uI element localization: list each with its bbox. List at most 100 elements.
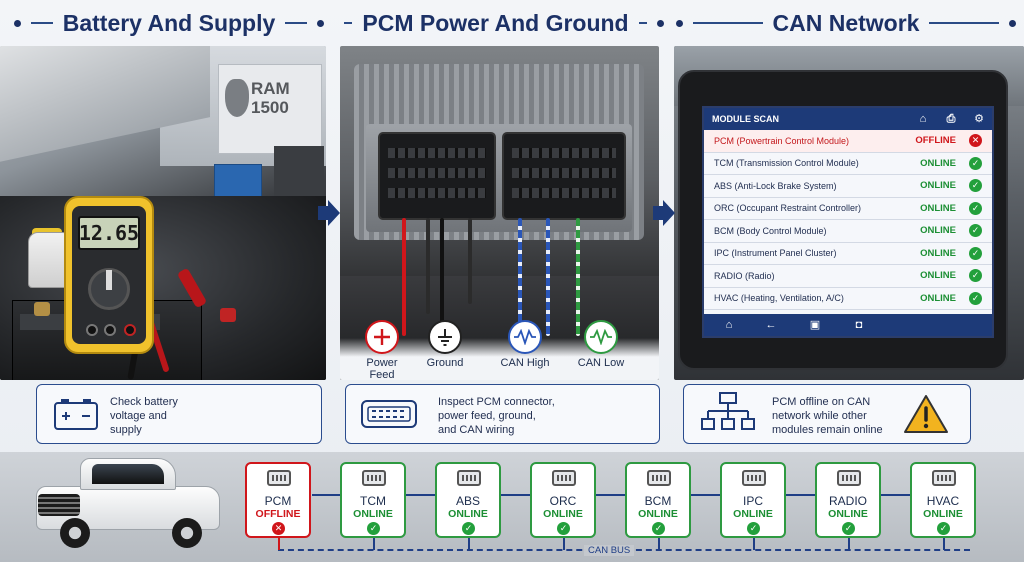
can-bus-drop [753, 538, 755, 550]
module-chip-icon [837, 470, 861, 486]
pin-row [512, 188, 616, 198]
module-chip-icon [742, 470, 766, 486]
scan-row-tcm[interactable]: TCM (Transmission Control Module) ONLINE… [704, 153, 992, 175]
can-low-label: CAN Low [577, 357, 625, 369]
module-hvac[interactable]: HVAC ONLINE ✓ [910, 462, 976, 538]
module-name: PCM [264, 494, 292, 508]
scan-row-pcm[interactable]: PCM (Powertrain Control Module) OFFLINE … [704, 130, 992, 153]
scan-row-status: ONLINE [920, 225, 956, 237]
scan-row-abs[interactable]: ABS (Anti-Lock Brake System) ONLINE ✓ [704, 175, 992, 198]
info-box-pcm: Inspect PCM connector, power feed, groun… [345, 384, 660, 444]
print-icon[interactable]: ⎙ [946, 113, 956, 125]
section-title-label: Battery And Supply [62, 9, 276, 36]
module-name: ORC [549, 494, 577, 508]
app-icon[interactable]: ▣ [809, 319, 821, 331]
can-high-waveform-icon [508, 320, 542, 354]
check-icon: ✓ [969, 201, 982, 215]
scan-row-bcm[interactable]: BCM (Body Control Module) ONLINE ✓ [704, 220, 992, 243]
info-box-battery: Check battery voltage and supply [36, 384, 322, 444]
title-dot [1009, 19, 1016, 27]
scan-row-hvac[interactable]: HVAC (Heating, Ventilation, A/C) ONLINE … [704, 288, 992, 310]
harness-wire [426, 218, 430, 314]
error-x-icon: ✕ [272, 522, 285, 535]
module-name: HVAC [926, 494, 960, 508]
module-pcm[interactable]: PCM OFFLINE ✕ [245, 462, 311, 538]
scan-row-name: HVAC (Heating, Ventilation, A/C) [714, 293, 844, 304]
scan-row-status: ONLINE [920, 157, 956, 169]
module-status: OFFLINE [255, 508, 301, 520]
ram-sign-text: RAM 1500 [251, 79, 290, 117]
module-ipc[interactable]: IPC ONLINE ✓ [720, 462, 786, 538]
multimeter-jack [104, 324, 116, 336]
multimeter-jack [124, 324, 136, 336]
gear-icon[interactable]: ⚙ [974, 113, 984, 125]
scan-row-orc[interactable]: ORC (Occupant Restraint Controller) ONLI… [704, 198, 992, 220]
module-status: ONLINE [448, 508, 488, 520]
power-feed-plus-icon [365, 320, 399, 354]
check-icon: ✓ [969, 179, 982, 193]
module-bcm[interactable]: BCM ONLINE ✓ [625, 462, 691, 538]
check-icon: ✓ [969, 291, 982, 305]
title-dot [317, 19, 324, 27]
module-orc[interactable]: ORC ONLINE ✓ [530, 462, 596, 538]
section-title-pcm: PCM Power And Ground [344, 8, 665, 38]
pcm-connector-right [502, 132, 626, 220]
section-title-label: CAN Network [772, 9, 920, 36]
can-bus-drop [658, 538, 660, 550]
camera-icon[interactable]: ◘ [855, 319, 863, 331]
scan-header-title: MODULE SCAN [712, 114, 779, 124]
home-icon[interactable]: ⌂ [919, 113, 927, 125]
module-chip-icon [457, 470, 481, 486]
scan-row-name: RADIO (Radio) [714, 270, 775, 281]
scan-row-ipc[interactable]: IPC (Instrument Panel Cluster) ONLINE ✓ [704, 243, 992, 265]
ground-label: Ground [426, 357, 464, 369]
truck-grille [38, 494, 80, 516]
scan-row-status: ONLINE [920, 202, 956, 214]
module-tcm[interactable]: TCM ONLINE ✓ [340, 462, 406, 538]
scan-row-status: ONLINE [920, 292, 956, 304]
can-low-wire [576, 218, 580, 336]
battery-terminal-positive [220, 308, 236, 322]
scan-row-radio[interactable]: RADIO (Radio) ONLINE ✓ [704, 265, 992, 288]
pin-row [388, 188, 486, 198]
battery-terminal-negative [34, 302, 50, 316]
module-status: ONLINE [638, 508, 678, 520]
can-bus-drop [278, 538, 280, 550]
can-bus-drop [563, 538, 565, 550]
scan-row-name: IPC (Instrument Panel Cluster) [714, 248, 837, 259]
module-name: RADIO [828, 494, 867, 508]
scan-tool-photo-panel: MODULE SCAN ⌂ ⎙ ⚙ PCM (Powertrain Contro… [674, 46, 1024, 380]
ground-wire [440, 218, 444, 338]
module-abs[interactable]: ABS ONLINE ✓ [435, 462, 501, 538]
can-bus-drop [373, 538, 375, 550]
pin-row [388, 168, 486, 178]
section-title-battery: Battery And Supply [14, 8, 324, 38]
title-line [285, 22, 307, 24]
scan-row-status: ONLINE [920, 180, 956, 192]
module-chip-icon [362, 470, 386, 486]
multimeter-jack [86, 324, 98, 336]
flow-arrow-icon [653, 200, 675, 226]
error-x-icon: ✕ [969, 134, 982, 148]
ground-icon [428, 320, 462, 354]
connector-icon [361, 400, 417, 428]
check-icon: ✓ [969, 269, 982, 283]
home-icon[interactable]: ⌂ [725, 319, 733, 331]
back-arrow-icon[interactable]: ← [765, 319, 777, 331]
can-high-wire [518, 218, 522, 336]
module-name: TCM [360, 494, 386, 508]
title-line [693, 22, 763, 24]
section-title-can: CAN Network [676, 8, 1016, 38]
check-icon: ✓ [747, 522, 760, 535]
battery-icon [54, 399, 98, 430]
truck-wheel [172, 518, 202, 548]
module-radio[interactable]: RADIO ONLINE ✓ [815, 462, 881, 538]
module-status: ONLINE [828, 508, 868, 520]
scan-row-name: BCM (Body Control Module) [714, 225, 827, 236]
pcm-connector-left [378, 132, 496, 220]
ram-sign-line1: RAM [251, 79, 290, 98]
scan-row-name: TCM (Transmission Control Module) [714, 158, 859, 169]
scan-footer: ⌂ ← ▣ ◘ [704, 314, 992, 336]
info-text-can: PCM offline on CAN network while other m… [772, 396, 883, 436]
module-chip-icon [267, 470, 291, 486]
